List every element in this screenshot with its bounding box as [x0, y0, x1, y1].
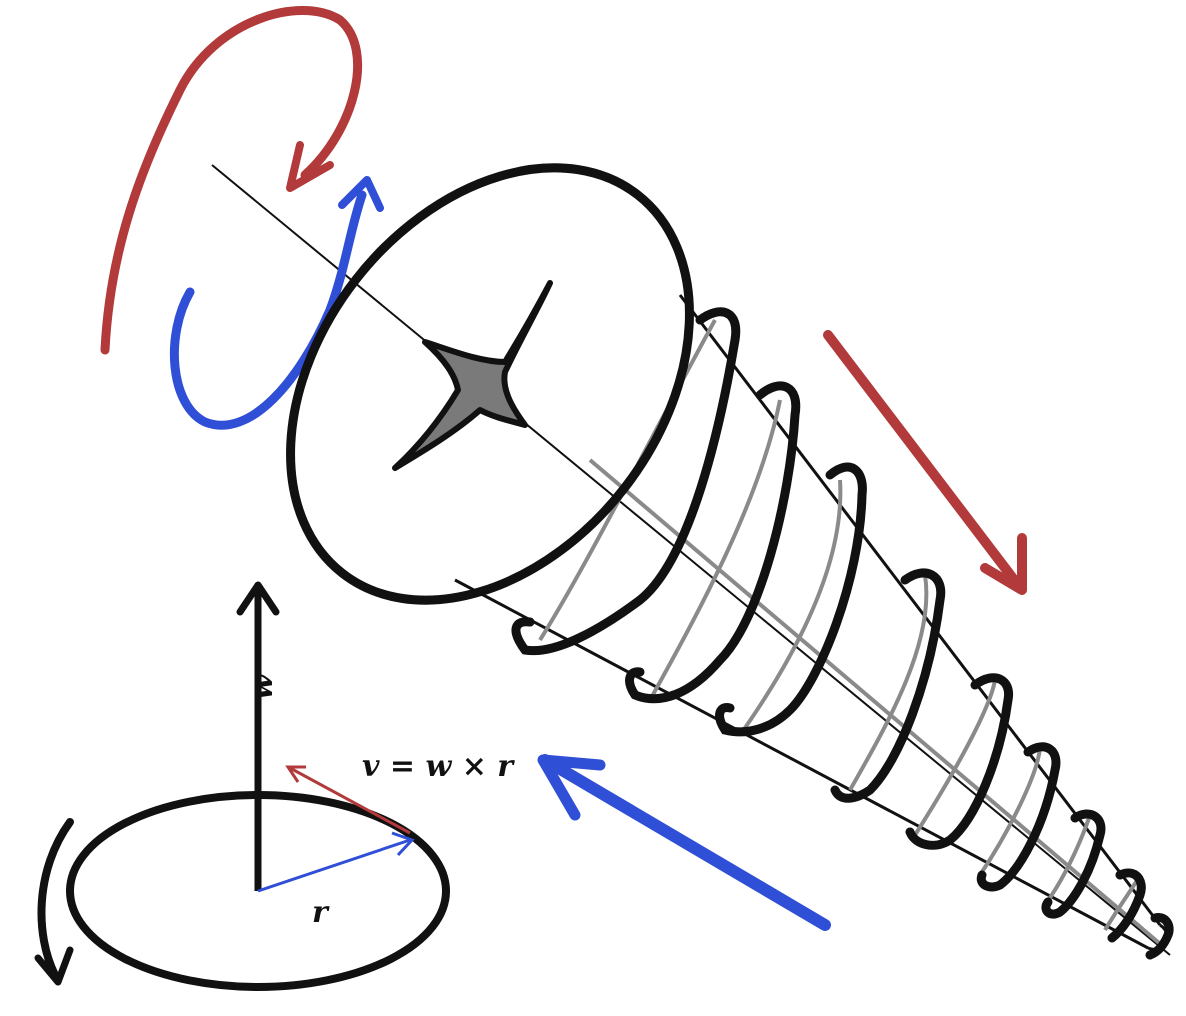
- radius-vector-arrow: [257, 838, 411, 893]
- omega-label-group: w: [245, 673, 280, 700]
- phillips-recess: [392, 280, 553, 471]
- disk-rotation-arrow: [37, 818, 74, 979]
- screw-threads-front: [511, 307, 1174, 960]
- velocity-vector-arrow: [289, 766, 411, 835]
- screw-threads-back: [538, 319, 1167, 950]
- omega-label: w: [245, 673, 280, 700]
- rotation-inset: [34, 581, 450, 991]
- screw-shank: [454, 294, 1169, 951]
- velocity-equation-label: v = w × r: [362, 749, 515, 784]
- blue-direction-arrow: [537, 754, 831, 931]
- screw-head: [286, 163, 694, 605]
- radius-label: r: [312, 895, 330, 930]
- blue-rotation-arrow: [169, 176, 384, 430]
- red-rotation-arrow: [100, 6, 363, 355]
- red-translation-arrow: [823, 330, 1027, 595]
